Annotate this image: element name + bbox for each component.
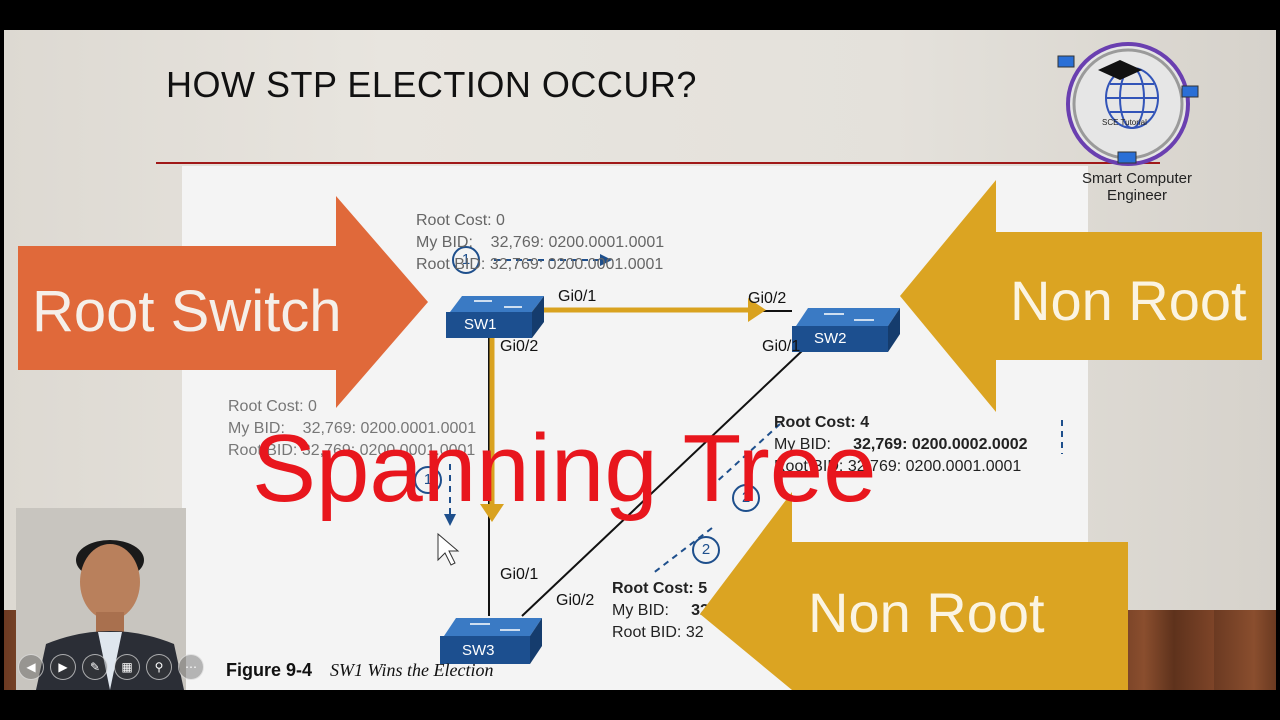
port-sw3-gi02: Gi0/2 bbox=[556, 592, 595, 609]
sce-logo-icon bbox=[1057, 42, 1199, 166]
hello-arrow-2-sw3 bbox=[651, 527, 713, 575]
caption-title: SW1 Wins the Election bbox=[330, 660, 494, 680]
step-badge: 1 bbox=[452, 246, 480, 274]
hello-arrow-2-sw2 bbox=[711, 423, 781, 487]
logo-badge: SCE Tutorial bbox=[1102, 118, 1147, 127]
logo-name-line1: Smart Computer bbox=[1081, 170, 1193, 187]
switch-label: SW2 bbox=[814, 330, 847, 347]
non-root-top-label: Non Root bbox=[1010, 269, 1247, 332]
switch-icon bbox=[440, 618, 542, 664]
slides-grid-icon[interactable]: ▦ bbox=[114, 654, 140, 680]
root-bid-value: 32,769: 0200.0001.0001 bbox=[847, 458, 1022, 475]
switch-sw1: SW1 bbox=[444, 296, 544, 338]
my-bid-value: 32,769: 0200.0001.0001 bbox=[302, 420, 477, 437]
previous-slide-icon[interactable]: ◀ bbox=[18, 654, 44, 680]
slideshow-toolbar: ◀ ▶ ✎ ▦ ⚲ ⋯ bbox=[18, 654, 204, 684]
root-bid-label: Root BID: bbox=[612, 624, 682, 641]
switch-sw2: SW2 bbox=[790, 308, 900, 352]
root-cost: Root Cost: 4 bbox=[774, 414, 870, 431]
root-cost: Root Cost: 0 bbox=[416, 212, 505, 229]
port-sw3-gi01: Gi0/1 bbox=[500, 566, 539, 583]
my-bid-label: My BID: bbox=[416, 234, 473, 251]
presentation-slide: HOW STP ELECTION OCCUR? bbox=[4, 30, 1276, 690]
sw2-hello-info: Root Cost: 4 My BID: 32,769: 0200.0002.0… bbox=[774, 412, 1028, 478]
gold-arrowhead-down bbox=[480, 504, 504, 522]
non-root-bottom-label: Non Root bbox=[808, 581, 1045, 644]
next-slide-icon[interactable]: ▶ bbox=[50, 654, 76, 680]
port-sw1-gi02: Gi0/2 bbox=[500, 338, 539, 355]
slide-title: HOW STP ELECTION OCCUR? bbox=[166, 64, 697, 105]
root-cost: Root Cost: 5 bbox=[612, 580, 708, 597]
root-bid-value: 32,769: 0200.0001.0001 bbox=[301, 442, 476, 459]
pen-icon[interactable]: ✎ bbox=[82, 654, 108, 680]
switch-icon bbox=[446, 296, 544, 338]
root-bid-label: Root BID: bbox=[416, 256, 486, 273]
step-badge: 2 bbox=[732, 484, 760, 512]
logo-caption: Smart Computer Engineer bbox=[1062, 170, 1212, 204]
port-sw2-gi02: Gi0/2 bbox=[748, 290, 787, 307]
switch-sw3: SW3 bbox=[438, 618, 542, 664]
topology-links bbox=[437, 254, 1063, 617]
sw1-hello-right-info: Root Cost: 0 My BID: 32,769: 0200.0001.0… bbox=[416, 210, 664, 276]
my-bid-label: My BID: bbox=[228, 420, 285, 437]
zoom-icon[interactable]: ⚲ bbox=[146, 654, 172, 680]
my-bid-label: My BID: bbox=[612, 602, 669, 619]
non-root-top-arrow bbox=[900, 180, 1262, 412]
root-bid-value: 32,769: 0200.0001.0001 bbox=[489, 256, 664, 273]
root-cost: Root Cost: 0 bbox=[228, 398, 317, 415]
switch-label: SW3 bbox=[462, 642, 495, 659]
port-sw2-gi01: Gi0/1 bbox=[762, 338, 801, 355]
title-underline bbox=[156, 162, 1160, 164]
root-bid-label: Root BID: bbox=[774, 458, 844, 475]
sw1-hello-down-info: Root Cost: 0 My BID: 32,769: 0200.0001.0… bbox=[228, 396, 476, 462]
root-bid-label: Root BID: bbox=[228, 442, 298, 459]
switch-label: SW1 bbox=[464, 316, 497, 333]
my-bid-value: 32,769: 0200.0001.0001 bbox=[490, 234, 665, 251]
step-badge: 1 bbox=[414, 466, 442, 494]
figure-caption: Figure 9-4 SW1 Wins the Election bbox=[226, 660, 494, 681]
step-badge: 2 bbox=[692, 536, 720, 564]
root-bid-value: 32 bbox=[685, 624, 704, 641]
mouse-cursor-icon bbox=[437, 532, 460, 566]
spanning-tree-label: Spanning Tree bbox=[252, 415, 877, 522]
root-switch-arrow bbox=[18, 196, 428, 408]
my-bid-label: My BID: bbox=[774, 436, 831, 453]
root-switch-label: Root Switch bbox=[32, 279, 342, 344]
overlay-arrows bbox=[18, 180, 1262, 690]
caption-number: Figure 9-4 bbox=[226, 660, 313, 680]
port-sw1-gi01: Gi0/1 bbox=[558, 288, 597, 305]
gold-arrowhead-right bbox=[748, 298, 766, 322]
switch-icon bbox=[792, 308, 900, 352]
logo-name-line2: Engineer bbox=[1106, 187, 1168, 204]
more-options-icon[interactable]: ⋯ bbox=[178, 654, 204, 680]
non-root-bottom-arrow bbox=[700, 492, 1128, 690]
my-bid-value: 32,769: 0200.0002.0002 bbox=[853, 436, 1028, 453]
link-sw2-sw3 bbox=[521, 331, 823, 617]
